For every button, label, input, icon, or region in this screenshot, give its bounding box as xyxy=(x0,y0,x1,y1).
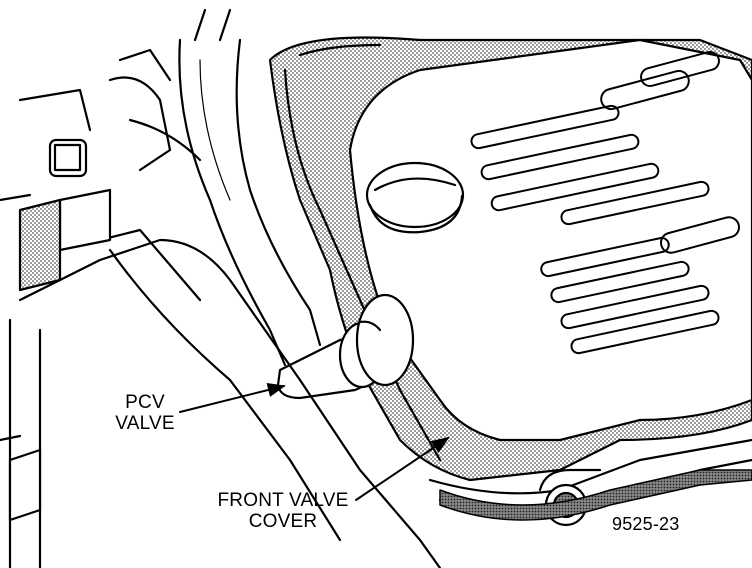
pcv-valve-label-line-1: PCV xyxy=(125,392,165,413)
front-valve-cover-label-line-1: FRONT VALVE xyxy=(217,490,349,511)
pcv-hose xyxy=(178,38,322,367)
pcv-valve-label-line-2: VALVE xyxy=(115,413,175,434)
cover-ribs xyxy=(470,50,740,355)
oil-filler-cap xyxy=(365,161,465,234)
front-valve-cover-label: FRONT VALVE COVER xyxy=(202,490,364,532)
front-valve-cover-leader xyxy=(355,436,450,501)
pcv-valve-shape xyxy=(276,293,415,400)
figure-number: 9525-23 xyxy=(612,514,680,534)
pcv-valve-label: PCV VALVE xyxy=(112,392,178,434)
engine-left-components xyxy=(0,8,442,568)
front-valve-cover-shape xyxy=(268,36,752,512)
gasket-edge xyxy=(439,469,752,521)
front-valve-cover-label-line-2: COVER xyxy=(248,511,318,532)
pcv-valve-leader xyxy=(179,382,286,413)
